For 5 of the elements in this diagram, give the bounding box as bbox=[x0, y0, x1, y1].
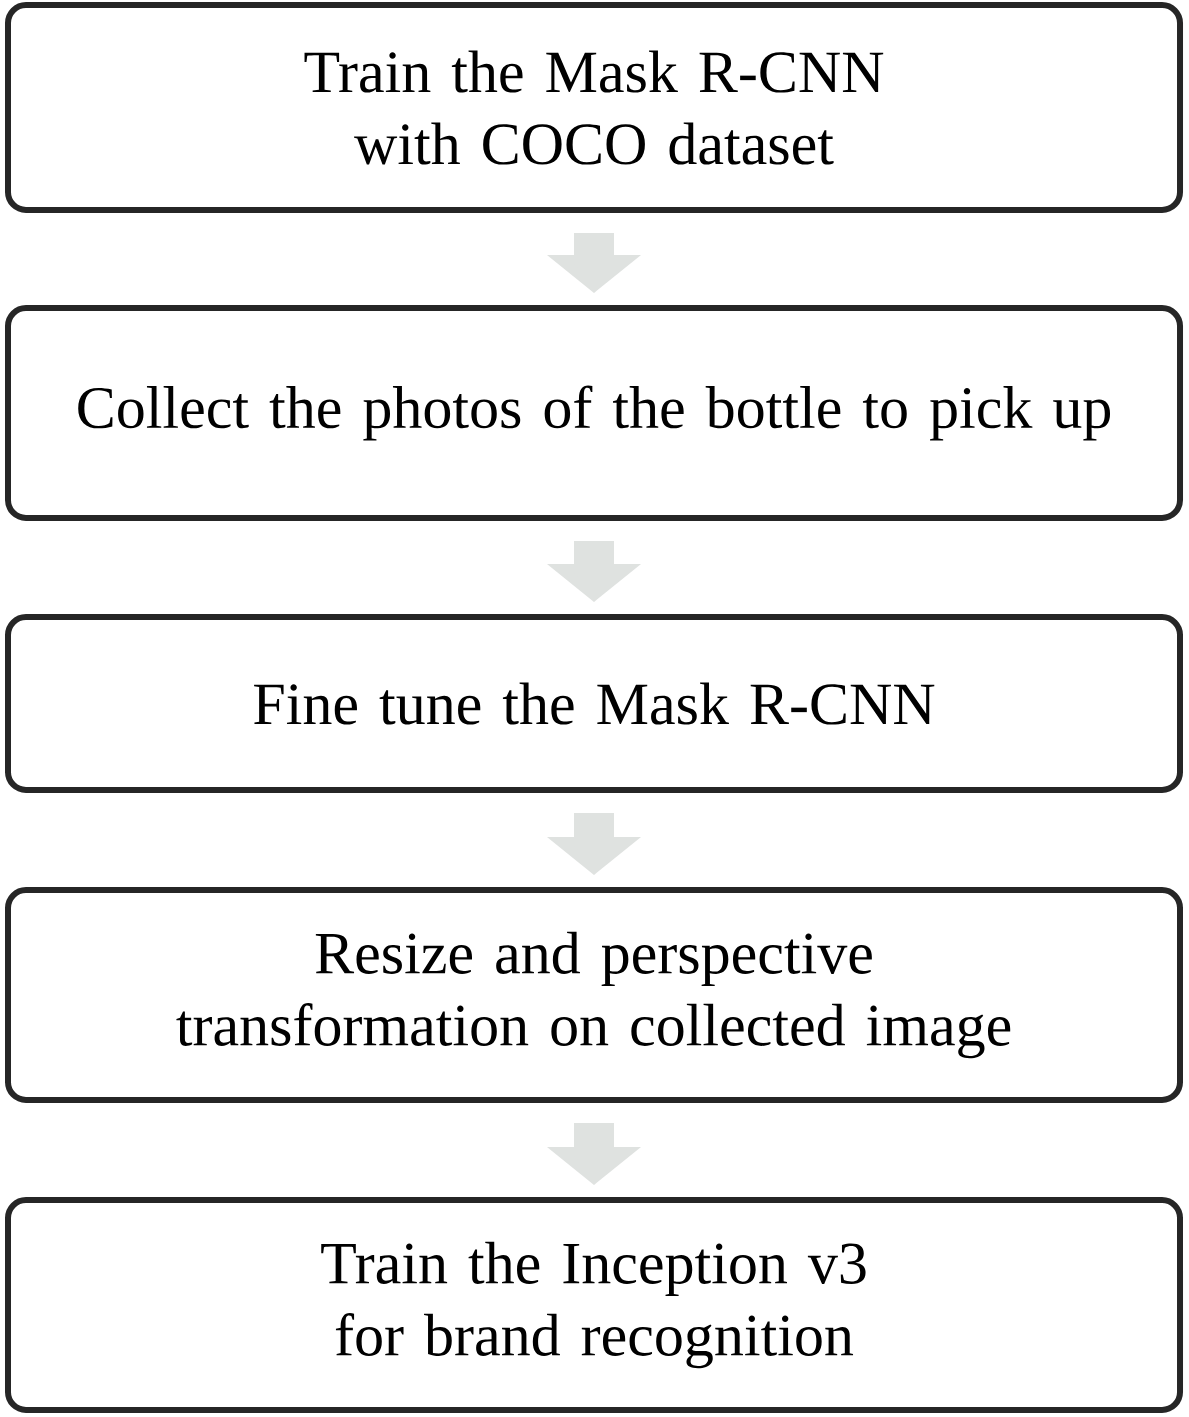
process-box: Train the Mask R-CNN with COCO dataset bbox=[5, 2, 1183, 213]
process-box: Fine tune the Mask R-CNN bbox=[5, 614, 1183, 793]
process-box: Resize and perspective transformation on collected image bbox=[5, 887, 1183, 1103]
process-box: Train the Inception v3 for brand recognition bbox=[5, 1197, 1183, 1413]
process-box: Collect the photos of the bottle to pick up bbox=[5, 305, 1183, 521]
